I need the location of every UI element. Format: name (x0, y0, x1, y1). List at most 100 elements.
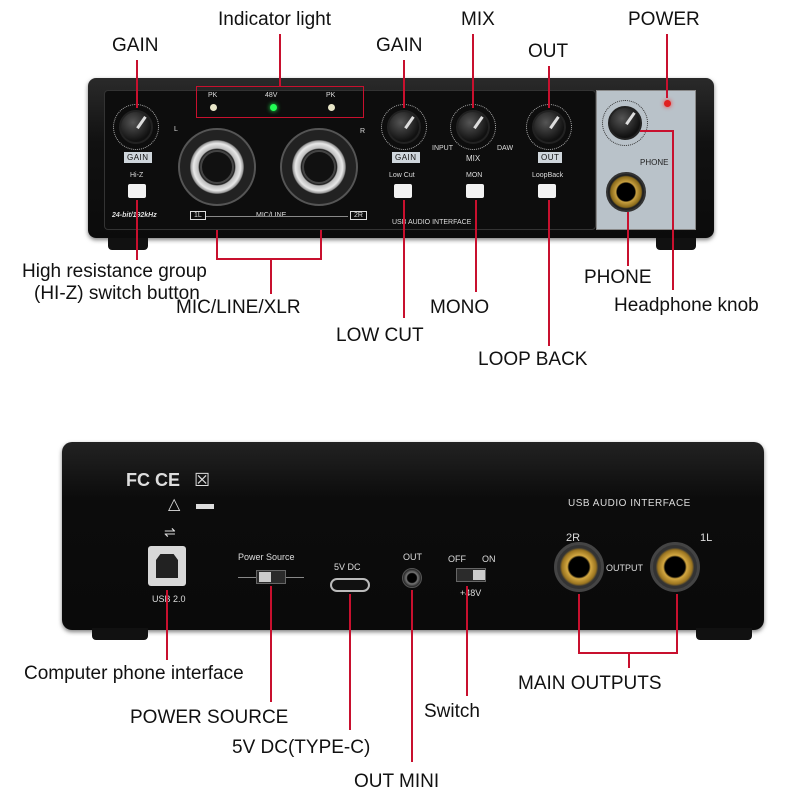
callout-mix: MIX (461, 9, 495, 30)
out-knob[interactable] (532, 110, 566, 144)
off-label: OFF (448, 554, 466, 564)
leader-out-1l (676, 594, 678, 654)
leader-out-2r (578, 594, 580, 654)
gain-left-tag: GAIN (124, 152, 152, 163)
loopback-button[interactable] (538, 184, 556, 198)
leader-mix (472, 34, 474, 108)
gain-left-knob[interactable] (119, 110, 153, 144)
xlr-jack-1[interactable] (178, 128, 256, 206)
cert-marks: FC CE (126, 470, 180, 490)
leader-headphone-knob-h (640, 130, 674, 132)
power-led (664, 100, 671, 107)
phantom-switch[interactable] (456, 568, 486, 582)
mon-button[interactable] (466, 184, 484, 198)
48v-label: 48V (265, 92, 278, 99)
rear-foot-left (92, 628, 148, 640)
leader-out (548, 66, 550, 108)
hiz-button[interactable] (128, 184, 146, 198)
callout-indicator-light: Indicator light (218, 9, 332, 30)
48v-led (270, 104, 277, 111)
daw-label: DAW (497, 145, 514, 152)
callout-mic-line-xlr: MIC/LINE/XLR (176, 297, 301, 318)
pk-left-led (210, 104, 217, 111)
usb-symbol-icon: ⇌ (164, 524, 176, 540)
mix-tag: MIX (466, 154, 481, 163)
out-panel-label: OUT (403, 552, 422, 562)
loopback-btn-label: LoopBack (532, 172, 564, 179)
leader-mic-bar (216, 258, 322, 260)
callout-out-mini: OUT MINI (354, 771, 440, 792)
gain-right-knob[interactable] (387, 110, 421, 144)
leader-power-source (270, 586, 272, 702)
leader-gain-right (403, 60, 405, 108)
compliance-triangle-icon: △ (168, 496, 181, 513)
callout-hiz-line1: High resistance group (22, 261, 207, 282)
leader-phone (627, 212, 629, 266)
callout-loop-back: LOOP BACK (478, 349, 588, 370)
callout-mono: MONO (430, 297, 490, 318)
gain-right-tag: GAIN (392, 152, 420, 163)
l-label: L (174, 126, 178, 133)
leader-headphone-knob (672, 130, 674, 290)
hiz-label: Hi-Z (130, 172, 144, 179)
callout-headphone-knob: Headphone knob (614, 295, 759, 316)
leader-mono (475, 200, 477, 292)
indicator-box (196, 86, 364, 118)
r-label: R (360, 128, 366, 135)
leader-5vdc (349, 594, 351, 730)
ch1l-rear-label: 1L (700, 532, 713, 544)
usb-c-port[interactable] (330, 578, 370, 592)
callout-5vdc-type-c: 5V DC(TYPE-C) (232, 737, 371, 758)
ch1-label: 1L (190, 211, 206, 220)
xlr-jack-2[interactable] (280, 128, 358, 206)
callout-gain-right: GAIN (376, 35, 423, 56)
power-source-switch[interactable] (256, 570, 286, 584)
front-foot-left (108, 238, 148, 250)
weee-bin-icon: ☒ (194, 470, 211, 490)
front-foot-right (656, 238, 696, 250)
output-panel-label: OUTPUT (606, 563, 643, 573)
pk-right-led (328, 104, 335, 111)
usb-audio-interface-rear: USB AUDIO INTERFACE (568, 498, 691, 509)
leader-out-drop (628, 652, 630, 668)
out-tag: OUT (538, 152, 563, 163)
headphone-knob[interactable] (608, 106, 642, 140)
callout-out: OUT (528, 41, 569, 62)
leader-hiz (136, 200, 138, 260)
callout-computer-phone-interface: Computer phone interface (24, 663, 244, 684)
ch2r-rear-label: 2R (566, 532, 581, 544)
callout-gain-left: GAIN (112, 35, 159, 56)
callout-power: POWER (628, 9, 700, 30)
usb-audio-interface-front: USB AUDIO INTERFACE (392, 219, 472, 226)
low-cut-button[interactable] (394, 184, 412, 198)
leader-out-mini (411, 590, 413, 762)
mic-line-divider (206, 216, 348, 217)
leader-loopback (548, 200, 550, 346)
5vdc-panel-label: 5V DC (334, 562, 361, 572)
mix-knob[interactable] (456, 110, 490, 144)
leader-mic-right (320, 230, 322, 258)
usb-b-port[interactable] (148, 546, 186, 586)
bitrate-label: 24-bit/192kHz (112, 212, 157, 219)
rear-panel (62, 442, 764, 630)
pk-left-label: PK (208, 92, 218, 99)
leader-gain-left (136, 60, 138, 108)
weee-bar-icon (196, 504, 214, 509)
ch2-label: 2R (350, 211, 367, 220)
leader-low-cut (403, 200, 405, 318)
phone-jack[interactable] (606, 172, 646, 212)
input-label: INPUT (432, 145, 453, 152)
power-source-panel-label: Power Source (238, 552, 295, 562)
leader-power (666, 34, 668, 98)
usb20-label: USB 2.0 (152, 594, 186, 604)
low-cut-btn-label: Low Cut (389, 172, 415, 179)
leader-indicator (279, 34, 281, 86)
main-output-2r[interactable] (554, 542, 604, 592)
callout-power-source: POWER SOURCE (130, 707, 289, 728)
out-mini-jack[interactable] (402, 568, 422, 588)
main-output-1l[interactable] (650, 542, 700, 592)
on-label: ON (482, 554, 496, 564)
pk-right-label: PK (326, 92, 336, 99)
leader-usb (166, 590, 168, 660)
callout-switch: Switch (424, 701, 480, 722)
